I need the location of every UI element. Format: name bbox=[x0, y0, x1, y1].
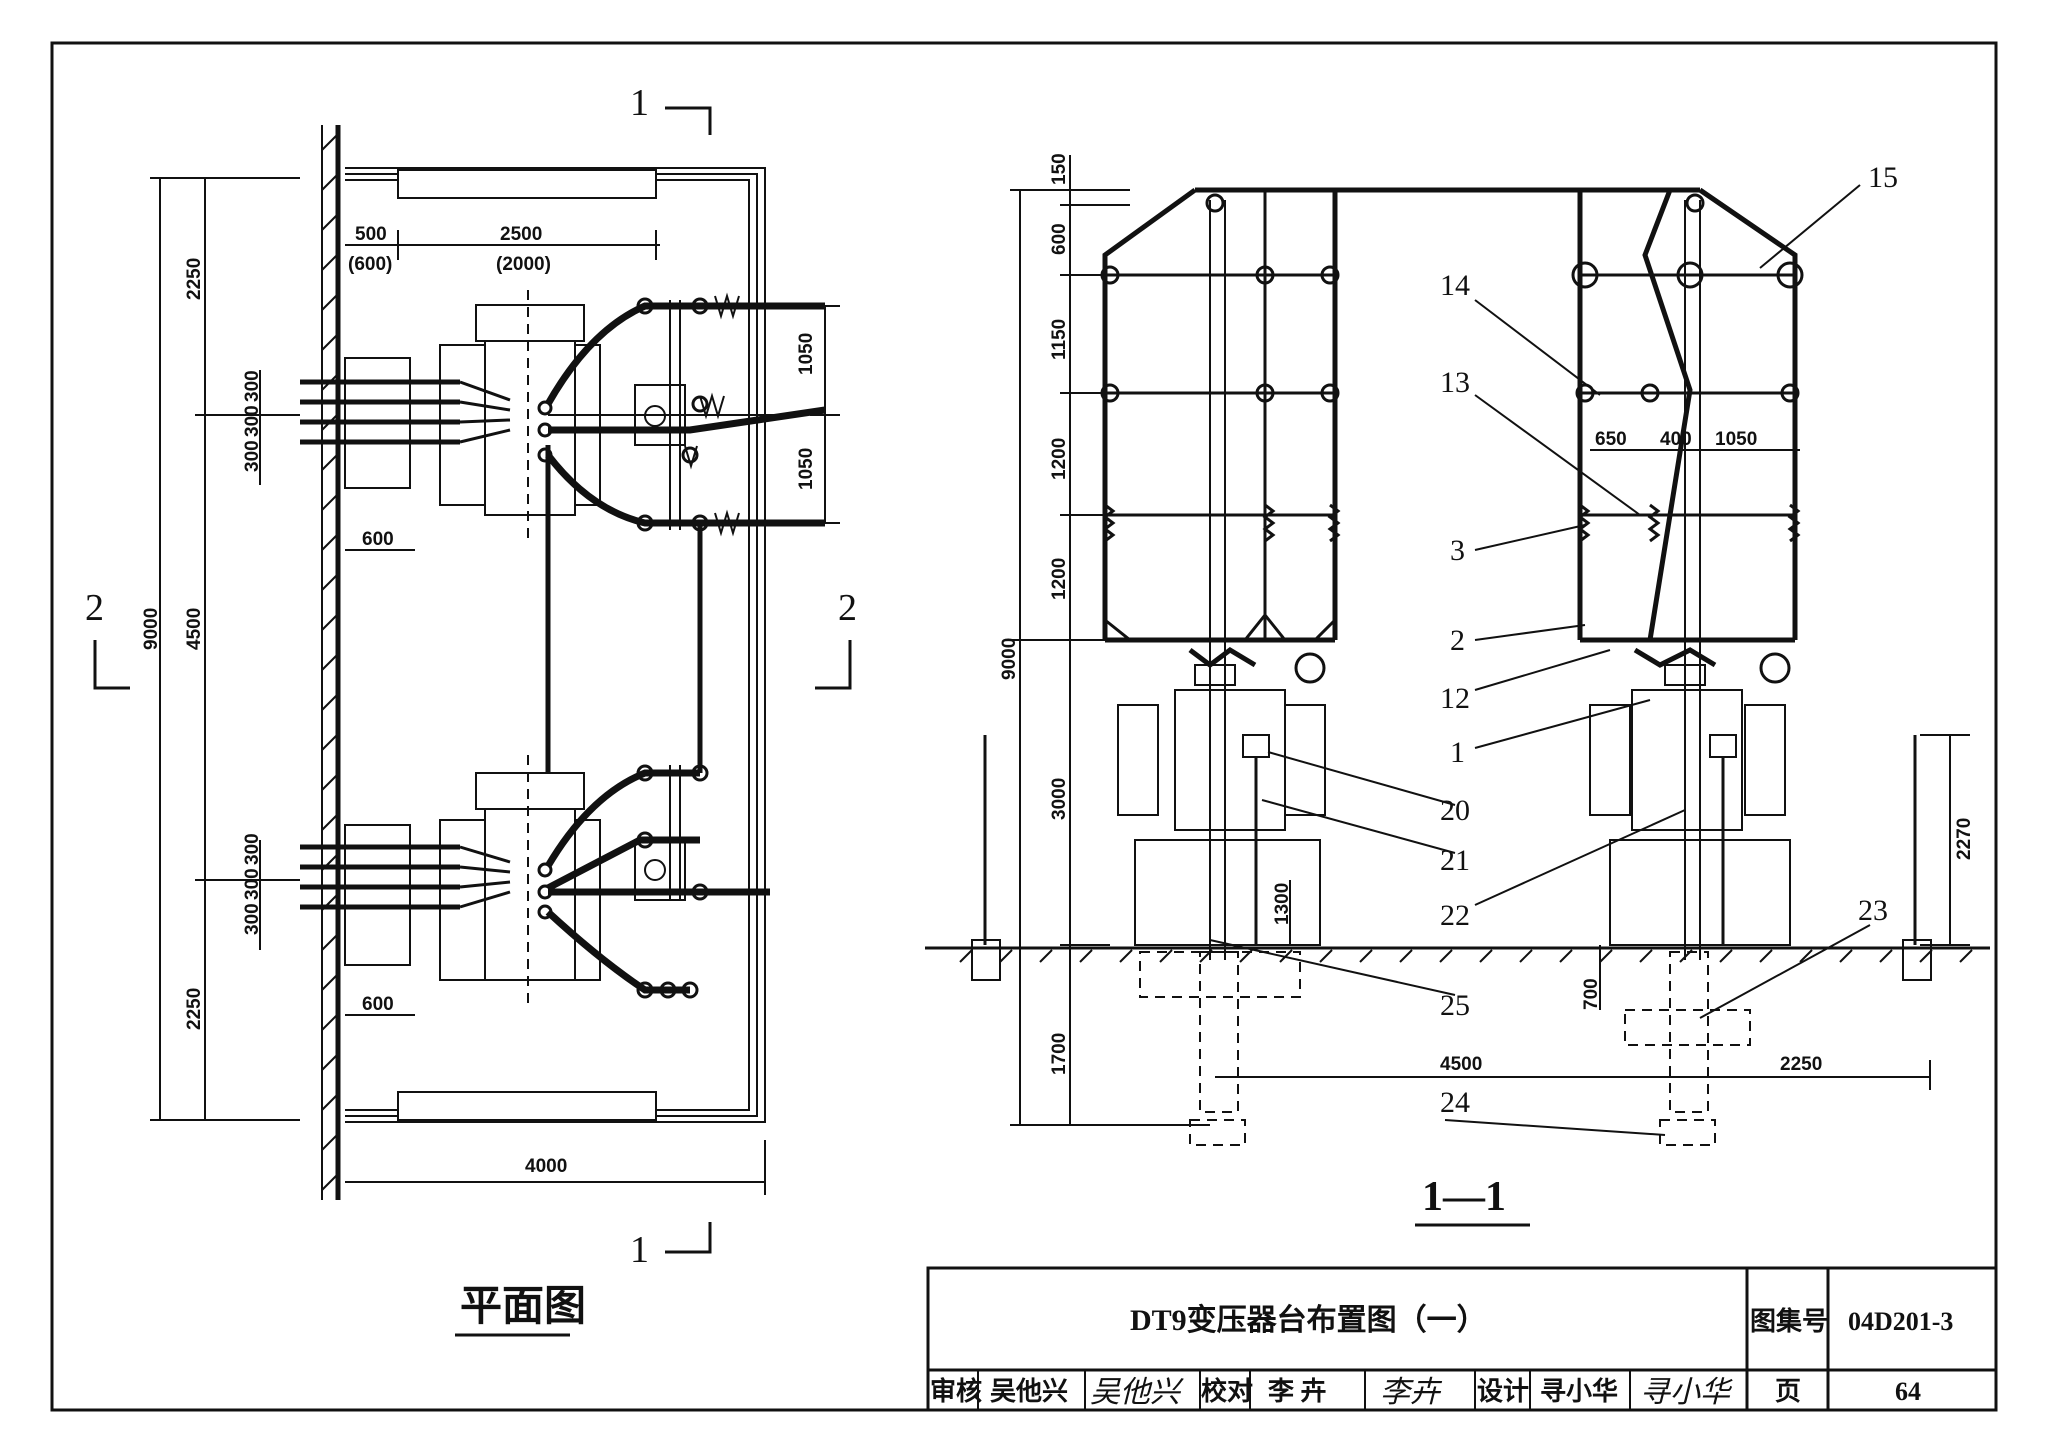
elevation-view: 150 600 1150 1200 1200 9000 3000 1700 65… bbox=[925, 153, 1990, 1227]
plan-dim-300-e: 300 bbox=[242, 868, 263, 900]
plan-dim-600-a: 600 bbox=[362, 529, 394, 550]
gate-bottom bbox=[397, 1091, 657, 1121]
elev-dim-700: 700 bbox=[1581, 978, 1602, 1010]
plan-dimension-lines bbox=[150, 177, 840, 1195]
title-block: DT9变压器台布置图（一） 图集号 04D201-3 审核 吴他兴 吴他兴 校对… bbox=[926, 1266, 1998, 1412]
elev-dim-1300: 1300 bbox=[1272, 883, 1293, 925]
plan-dim-300-d: 300 bbox=[242, 833, 263, 865]
plan-dim-2250-top: 2250 bbox=[184, 258, 205, 300]
plan-section-markers bbox=[93, 106, 852, 1254]
plan-dim-300-b: 300 bbox=[242, 405, 263, 437]
plan-dim-2000p: (2000) bbox=[496, 254, 551, 275]
plan-dim-300-f: 300 bbox=[242, 903, 263, 935]
callout-25: 25 bbox=[1440, 989, 1470, 1022]
atlas-number: 04D201-3 bbox=[1848, 1307, 1953, 1336]
plan-dim-600p: (600) bbox=[348, 254, 392, 275]
callout-23: 23 bbox=[1858, 894, 1888, 927]
plan-dim-1050-a: 1050 bbox=[796, 333, 817, 375]
elev-dim-4500: 4500 bbox=[1440, 1054, 1482, 1075]
callout-13: 13 bbox=[1440, 366, 1470, 399]
elev-dim-150: 150 bbox=[1049, 153, 1070, 185]
elev-dim-3000: 3000 bbox=[1049, 778, 1070, 820]
fence-outline bbox=[345, 167, 766, 1123]
review-label: 审核 bbox=[930, 1376, 982, 1406]
elev-dim-400: 400 bbox=[1660, 429, 1692, 450]
elev-dim-1200-b: 1200 bbox=[1049, 558, 1070, 600]
plan-dim-9000: 9000 bbox=[141, 608, 162, 650]
callout-20: 20 bbox=[1440, 794, 1470, 827]
checker-name: 李 卉 bbox=[1267, 1377, 1327, 1406]
callout-1: 1 bbox=[1450, 736, 1465, 769]
designer-name: 寻小华 bbox=[1540, 1376, 1618, 1406]
callout-24: 24 bbox=[1440, 1086, 1470, 1119]
elev-dim-1050: 1050 bbox=[1715, 429, 1757, 450]
plan-transformer-upper bbox=[300, 290, 826, 540]
elevation-dimension-lines bbox=[1010, 155, 1970, 1126]
callout-3: 3 bbox=[1450, 534, 1465, 567]
plan-dim-500: 500 bbox=[355, 224, 387, 245]
atlas-label: 图集号 bbox=[1750, 1306, 1828, 1336]
page-number: 64 bbox=[1895, 1377, 1921, 1406]
plan-dim-300-a: 300 bbox=[242, 370, 263, 402]
plan-dim-4500: 4500 bbox=[184, 608, 205, 650]
sheet-border bbox=[50, 41, 1998, 1412]
elev-dim-650: 650 bbox=[1595, 429, 1627, 450]
wall-hatching bbox=[321, 133, 339, 1191]
plan-dim-2500: 2500 bbox=[500, 224, 542, 245]
plan-dim-2250-bot: 2250 bbox=[184, 988, 205, 1030]
elev-dim-1700: 1700 bbox=[1049, 1033, 1070, 1075]
section-mark-2-left: 2 bbox=[85, 587, 104, 629]
elev-dim-2250: 2250 bbox=[1780, 1054, 1822, 1075]
gate-top bbox=[397, 169, 657, 199]
reviewer-signature: 吴他兴 bbox=[1090, 1375, 1184, 1410]
section-1-1-caption: 1—1 bbox=[1422, 1174, 1506, 1220]
section-mark-1-top: 1 bbox=[630, 82, 649, 124]
elev-dim-9000: 9000 bbox=[999, 638, 1020, 680]
elevation-transformer-right bbox=[1589, 652, 1791, 1146]
check-label: 校对 bbox=[1201, 1376, 1253, 1406]
plan-dim-1050-b: 1050 bbox=[796, 448, 817, 490]
elev-dim-600: 600 bbox=[1049, 223, 1070, 255]
callout-22: 22 bbox=[1440, 899, 1470, 932]
callout-15: 15 bbox=[1868, 161, 1898, 194]
callout-2: 2 bbox=[1450, 624, 1465, 657]
design-label: 设计 bbox=[1477, 1377, 1529, 1406]
plan-caption: 平面图 bbox=[460, 1284, 586, 1330]
section-mark-1-bottom: 1 bbox=[630, 1229, 649, 1271]
callout-12: 12 bbox=[1440, 682, 1470, 715]
elev-dim-1150: 1150 bbox=[1049, 319, 1070, 360]
ground-hatching bbox=[959, 949, 1973, 963]
designer-signature: 寻小华 bbox=[1640, 1375, 1733, 1410]
checker-signature: 李卉 bbox=[1380, 1375, 1443, 1410]
callout-leaders bbox=[1209, 184, 1871, 1136]
elevation-transformer-left bbox=[1117, 652, 1326, 1146]
plan-dim-600-b: 600 bbox=[362, 994, 394, 1015]
plan-view: 500 (600) 2500 (2000) 2250 9000 4500 225… bbox=[85, 82, 857, 1337]
reviewer-name: 吴他兴 bbox=[990, 1377, 1068, 1406]
plan-dim-300-c: 300 bbox=[242, 440, 263, 472]
plan-dim-4000: 4000 bbox=[525, 1156, 567, 1177]
elevation-frame-right bbox=[1571, 187, 1804, 960]
page-label: 页 bbox=[1775, 1377, 1801, 1406]
plan-transformer-lower bbox=[300, 755, 770, 1005]
drawing-title: DT9变压器台布置图（一） bbox=[1130, 1303, 1487, 1337]
elevation-frame-left bbox=[1100, 187, 1341, 960]
callout-21: 21 bbox=[1440, 844, 1470, 877]
section-mark-2-right: 2 bbox=[838, 587, 857, 629]
elev-dim-1200-a: 1200 bbox=[1049, 438, 1070, 480]
elev-dim-2270: 2270 bbox=[1954, 818, 1975, 860]
callout-14: 14 bbox=[1440, 269, 1470, 302]
